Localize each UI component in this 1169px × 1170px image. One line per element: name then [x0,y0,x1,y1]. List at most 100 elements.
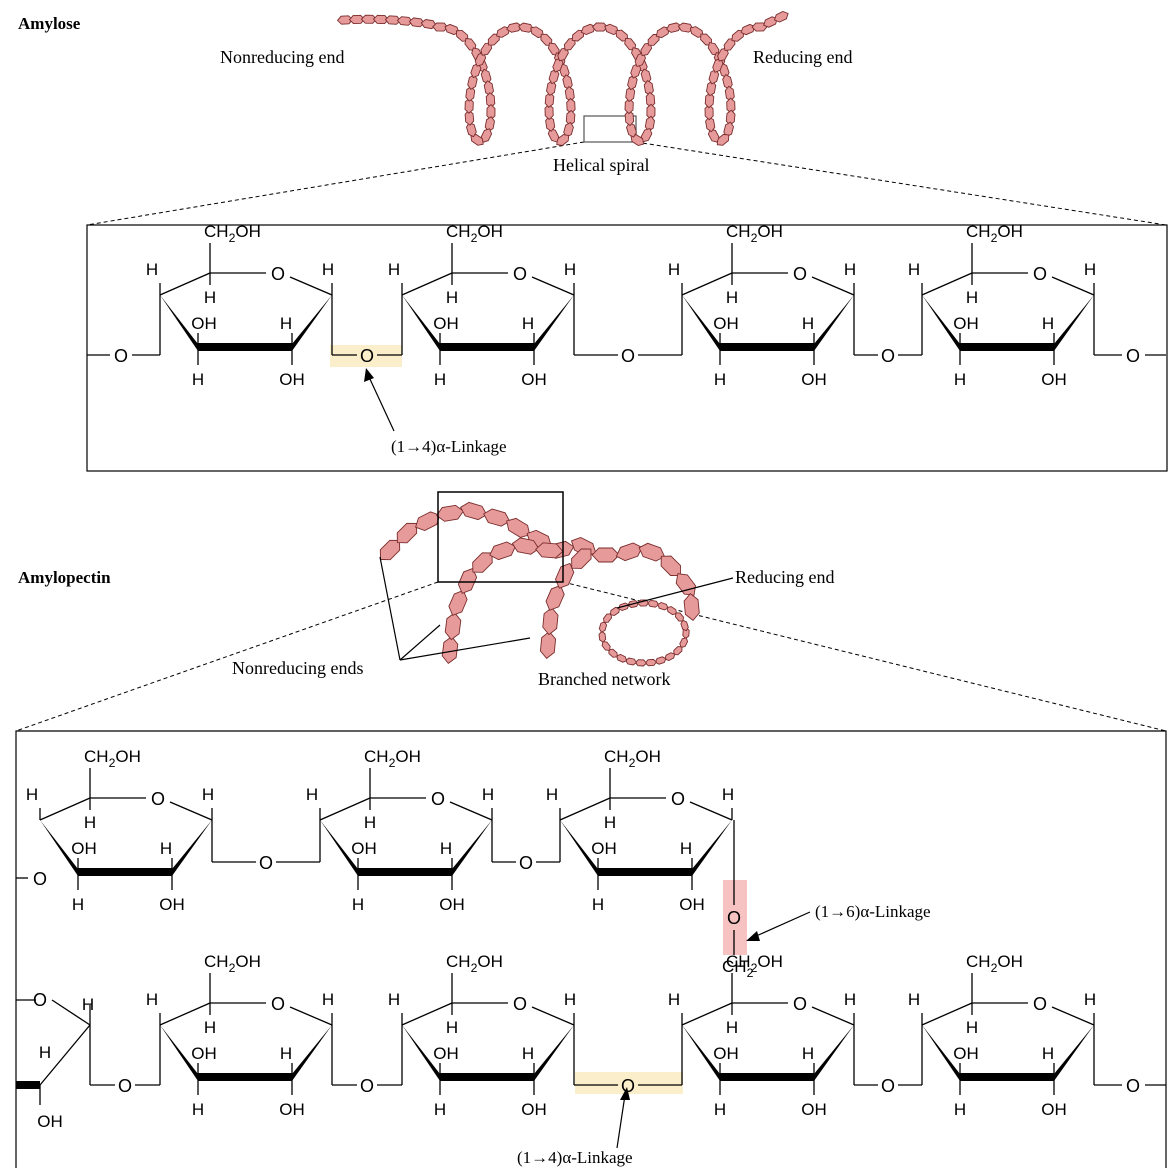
h-atom: H [192,370,204,389]
h-atom: H [908,260,920,279]
ring-oxygen: O [513,264,527,284]
h-atom: H [714,1100,726,1119]
h-atom: H [82,995,94,1014]
h-atom: H [202,785,214,804]
h-atom: H [1084,990,1096,1009]
bridge-oxygen: O [360,1076,374,1096]
glucose-bead [562,74,573,91]
oh-group: OH [801,370,827,389]
h-atom: H [722,785,734,804]
glucose-bead [654,656,667,665]
linkage-16-arrowhead [746,931,760,941]
h-atom: H [726,288,738,307]
nonreducing-end-pointers [379,556,531,661]
bridge-oxygen: O [259,853,273,873]
glucose-bead [441,635,459,665]
oh-group: OH [679,895,705,914]
glucose-bead [675,573,696,596]
glucose-bead [638,542,666,562]
amylose-glycosidic-bond: O [853,295,923,366]
oh-group: OH [953,314,979,333]
oh-group: OH [713,1044,739,1063]
glucose-bead [448,589,468,616]
amylose-helix [336,11,789,146]
linkage-16-arrow [753,911,811,938]
oh-group: OH [591,839,617,858]
h-atom: H [84,813,96,832]
glucose-bead [601,641,611,651]
amylose-zoom-lines [86,141,1167,226]
oh-group: OH [953,1044,979,1063]
ring-oxygen: O [793,264,807,284]
glucose-bead [722,74,733,90]
h-atom: H [322,260,334,279]
amylose-linkage-label: (1→4)α-Linkage [391,437,507,456]
h-atom: H [844,990,856,1009]
h-atom: H [280,1044,292,1063]
h-atom: H [306,785,318,804]
bridge-oxygen: O [360,346,374,366]
h-atom: H [1084,260,1096,279]
oh-group: OH [439,895,465,914]
amylose-linkage-arrow [368,376,395,432]
h-atom: H [434,370,446,389]
glucose-bead [466,121,477,138]
ch2oh-group: CH2OH [204,952,261,975]
amylopectin-detail-box [15,730,1167,1168]
oh-group: OH [1041,1100,1067,1119]
glucose-bead [436,504,465,522]
linkage-14-arrow [616,1094,626,1149]
oh-group: OH [521,1100,547,1119]
glucose-bead [716,133,730,146]
h-atom: H [440,839,452,858]
h-atom: H [482,785,494,804]
h-atom: H [160,839,172,858]
bridge-oxygen: O [621,346,635,366]
glucose-bead [480,68,492,85]
glucose-bead [396,522,418,544]
h-atom: H [844,260,856,279]
glucose-bead [545,584,565,611]
oh-group: OH [433,314,459,333]
amylopectin-14-linkage-highlight [575,1072,683,1094]
h-atom: H [908,990,920,1009]
h-atom: H [522,314,534,333]
bridge-oxygen: O [881,346,895,366]
h-atom: H [564,990,576,1009]
bridge-oxygen: O [519,853,533,873]
glucose-bead [571,548,592,569]
ring-oxygen: O [793,994,807,1014]
amylopectin-glycosidic-bond: O [211,820,321,873]
h-atom: H [726,1018,738,1037]
h-atom: H [39,1043,51,1062]
branch-oxygen: O [727,908,741,928]
glucose-bead [673,646,683,656]
glucose-bead [683,592,700,622]
glucose-bead [666,606,678,616]
ring-oxygen: O [431,789,445,809]
linkage-14-arrowhead [620,1087,630,1100]
oh-group: OH [1041,370,1067,389]
glucose-bead [459,501,488,521]
h-atom: H [802,314,814,333]
oh-group: OH [191,1044,217,1063]
glucose-bead [472,552,493,573]
h-atom: H [966,1018,978,1037]
glucose-bead [660,555,681,576]
ch2oh-group: CH2OH [604,747,661,770]
h-atom: H [352,895,364,914]
amylose-linkage-highlight [330,345,402,367]
h-atom: H [668,260,680,279]
oh-group: OH [37,1112,63,1131]
oh-group: OH [279,1100,305,1119]
amylopectin-title: Amylopectin [18,568,111,587]
amylopectin-glycosidic-bond: O [853,1025,923,1096]
h-atom: H [966,288,978,307]
h-atom: H [26,785,38,804]
amylose-glycosidic-bond: O [331,295,403,366]
h-atom: H [522,1044,534,1063]
